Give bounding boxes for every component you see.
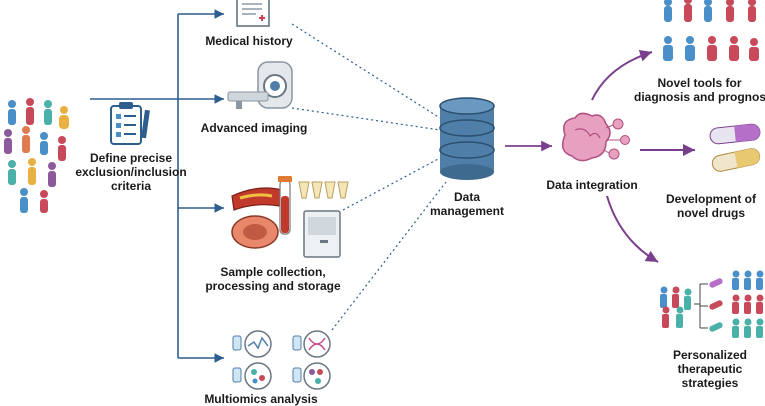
branch-flow-lines bbox=[90, 9, 224, 363]
patient-group-icon bbox=[663, 0, 759, 61]
sample-vials-icon bbox=[298, 181, 349, 199]
sample-label: Sample collection, processing and storag… bbox=[196, 265, 350, 293]
novel-drugs-label: Development of novel drugs bbox=[660, 192, 762, 220]
medical-history-label: Medical history bbox=[205, 34, 293, 48]
data-management-line-2: management bbox=[429, 204, 505, 218]
criteria-label: Define precise exclusion/inclusion crite… bbox=[72, 151, 190, 193]
outcome-arrows bbox=[591, 49, 695, 263]
multiomics-label: Multiomics analysis bbox=[204, 392, 318, 406]
sample-line-2: processing and storage bbox=[205, 279, 341, 293]
data-management-label: Data management bbox=[420, 190, 514, 218]
personalized-strategy-icon bbox=[660, 270, 764, 338]
medical-record-icon bbox=[236, 0, 270, 27]
novel-tools-label: Novel tools for diagnosis and prognosis bbox=[634, 76, 765, 104]
criteria-line-1: Define precise bbox=[89, 151, 173, 165]
blood-tube-icon bbox=[278, 176, 292, 235]
sample-line-1: Sample collection, bbox=[220, 265, 326, 279]
novel-tools-line-2: diagnosis and prognosis bbox=[634, 90, 765, 104]
novel-drugs-line-2: novel drugs bbox=[676, 206, 745, 220]
data-integration-label: Data integration bbox=[546, 178, 638, 192]
organ-tissue-icon bbox=[231, 215, 279, 249]
personalized-line-2: therapeutic bbox=[677, 362, 743, 376]
dotted-connectors bbox=[291, 23, 447, 331]
database-icon bbox=[439, 97, 495, 180]
mri-scanner-icon bbox=[227, 61, 293, 109]
criteria-line-2: exclusion/inclusion bbox=[75, 165, 187, 179]
advanced-imaging-label: Advanced imaging bbox=[200, 121, 308, 135]
personalized-line-1: Personalized bbox=[672, 348, 748, 362]
brain-gears-icon bbox=[561, 112, 630, 162]
personalized-line-3: strategies bbox=[681, 376, 739, 390]
freezer-storage-icon bbox=[303, 210, 341, 258]
tissue-artery-icon bbox=[231, 187, 283, 211]
criteria-line-3: criteria bbox=[110, 179, 152, 193]
population-crowd-icon bbox=[4, 98, 69, 213]
novel-tools-line-1: Novel tools for bbox=[657, 76, 742, 90]
novel-drugs-line-1: Development of bbox=[665, 192, 756, 206]
clipboard-checklist-icon bbox=[110, 102, 150, 145]
multiomics-icons bbox=[232, 330, 331, 390]
drug-capsules-icon bbox=[709, 123, 761, 172]
personalized-label: Personalized therapeutic strategies bbox=[668, 348, 752, 390]
data-management-line-1: Data bbox=[453, 190, 480, 204]
